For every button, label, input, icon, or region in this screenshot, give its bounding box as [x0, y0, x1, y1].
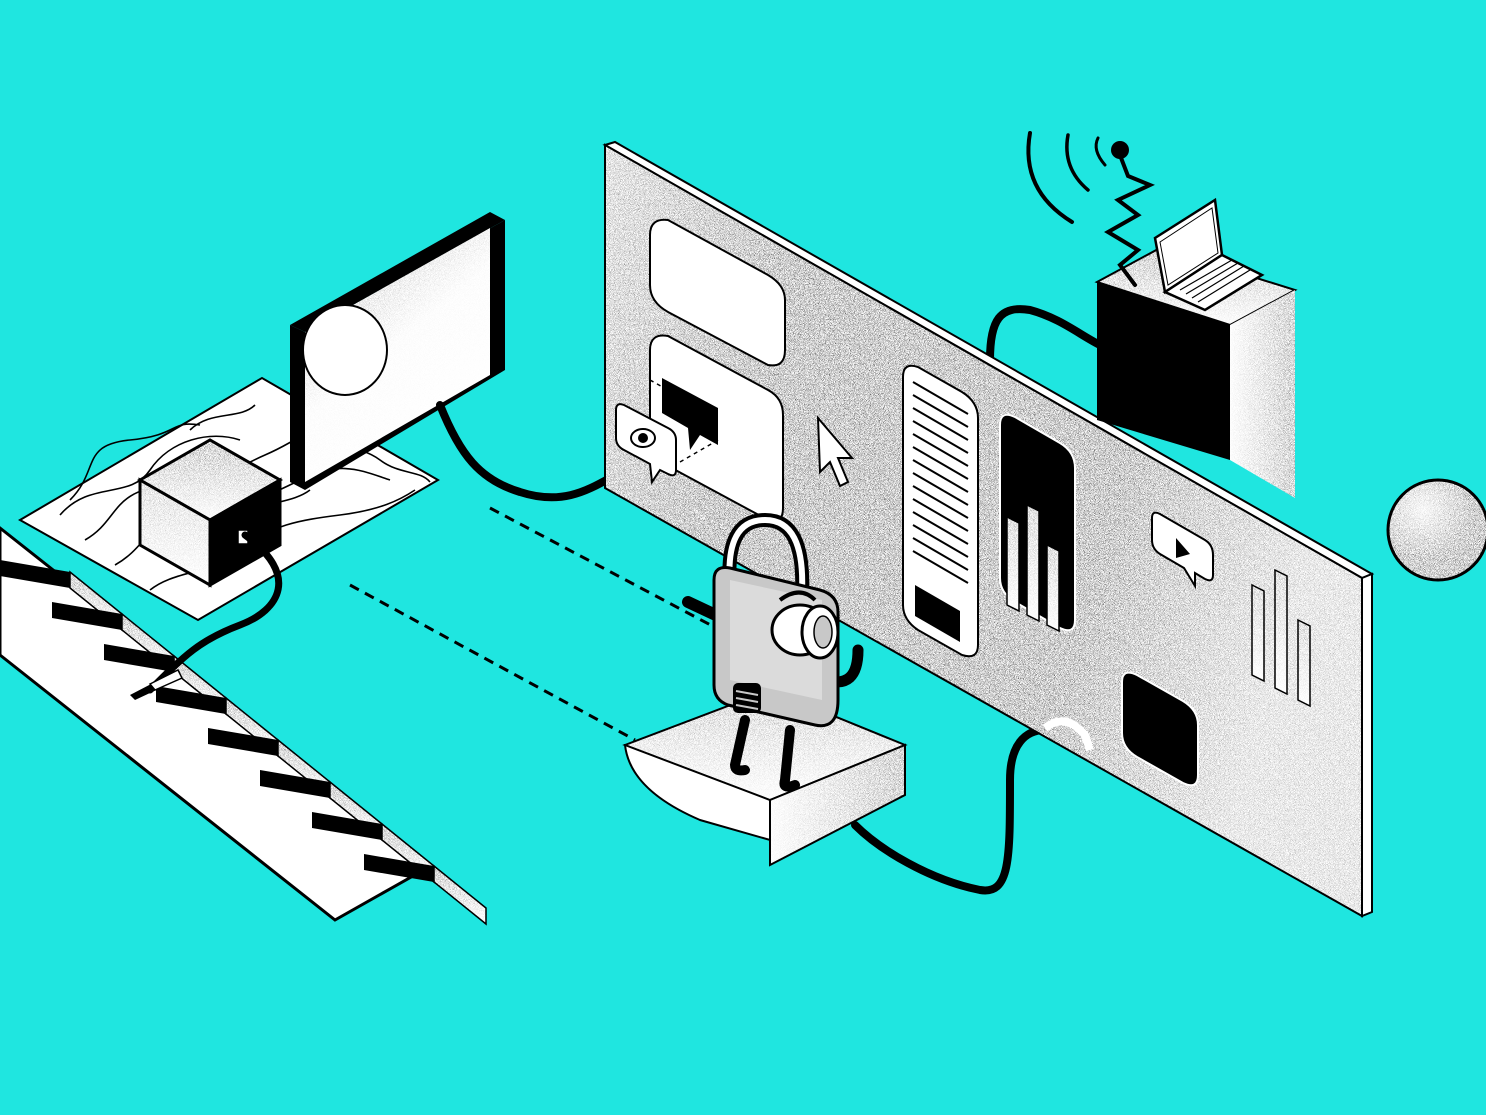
dashed-sight-lines	[349, 506, 721, 742]
text-document-icon	[902, 364, 979, 658]
panel-card	[649, 218, 786, 367]
sphere-icon	[1386, 478, 1486, 582]
chart-bar	[1046, 543, 1060, 633]
character-platform	[622, 688, 908, 867]
chart-bar	[1251, 583, 1265, 683]
cube-box-icon	[136, 438, 284, 588]
headphones-icon	[770, 590, 840, 660]
staircase-icon	[0, 526, 487, 926]
audio-jack-icon	[130, 668, 184, 700]
chart-bar	[1006, 515, 1020, 613]
mouse-cursor-icon	[816, 415, 855, 488]
dashboard-panel-icon	[602, 140, 1375, 918]
antenna-signal-icon	[1026, 131, 1155, 287]
chat-bubble-icon	[662, 378, 718, 450]
eye-icon	[615, 403, 677, 485]
antenna-tip	[1111, 141, 1129, 159]
bar-chart-icon	[1251, 568, 1311, 708]
panel-card	[1121, 671, 1199, 787]
chart-bar	[1026, 503, 1040, 623]
video-play-icon	[1151, 511, 1214, 590]
stair-step	[364, 854, 487, 926]
cable-icon	[146, 305, 1104, 895]
bar-chart-icon	[999, 413, 1076, 633]
monitor-screen-icon	[290, 212, 505, 490]
chart-bar	[1274, 568, 1288, 696]
laptop-icon	[1153, 197, 1265, 312]
chart-bar	[1297, 618, 1311, 708]
